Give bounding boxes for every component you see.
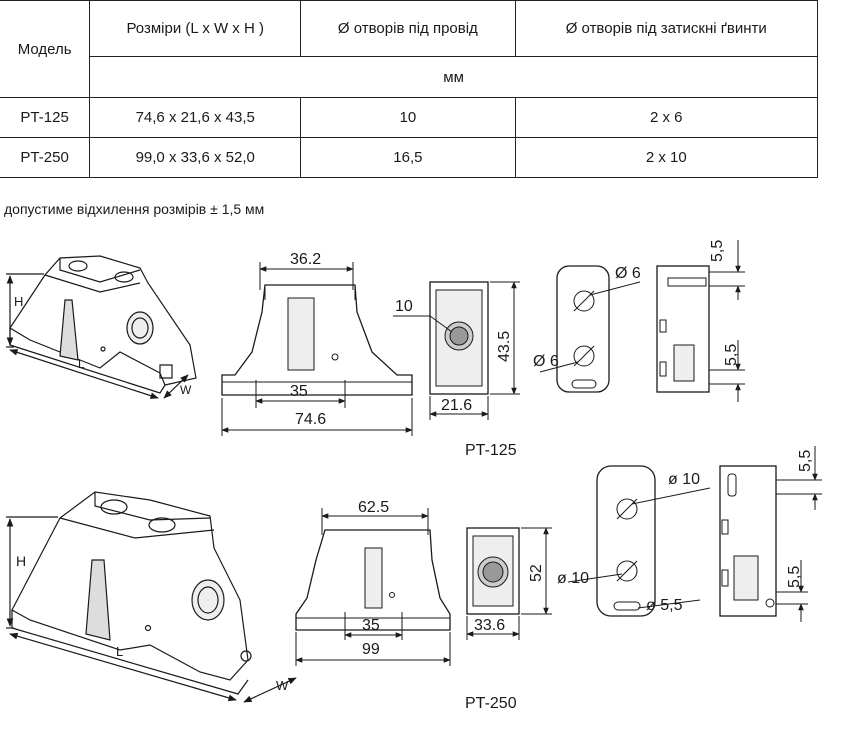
pt250-inner-width: 35 xyxy=(362,617,380,634)
row-model: PT-125 xyxy=(0,97,91,138)
row-screw: 2 x 6 xyxy=(514,97,819,138)
pt250-caption: PT-250 xyxy=(465,695,517,712)
pt125-inner-width: 35 xyxy=(290,383,308,400)
row-wire: 10 xyxy=(300,97,516,138)
row-dims: 74,6 x 21,6 x 43,5 xyxy=(89,97,302,138)
pt125-iso-w: W xyxy=(180,383,192,397)
pt250-iso-w: W xyxy=(276,678,289,693)
pt250-back-view: 5,5 5,5 xyxy=(719,446,822,622)
pt125-gap-bottom: 5,5 xyxy=(723,344,740,366)
pt125-back-view: 5,5 5,5 xyxy=(656,240,745,402)
pt125-width: 21.6 xyxy=(441,397,472,414)
pt250-length: 99 xyxy=(362,641,380,658)
pt250-front-view: 62.5 35 99 xyxy=(295,499,451,666)
pt250-gap-top: 5,5 xyxy=(797,450,814,472)
pt125-side-view: 10 43.5 21.6 xyxy=(393,281,520,420)
pt125-front-view: 36.2 35 74.6 xyxy=(221,251,413,436)
pt125-screw-bottom: Ø 6 xyxy=(533,353,559,370)
col-wire: Ø отворів під провід xyxy=(300,0,516,57)
col-screw: Ø отворів під затискні ґвинти xyxy=(514,0,819,57)
pt125-iso-h: H xyxy=(14,294,23,309)
pt250-iso-l: L xyxy=(116,644,123,659)
row-dims: 99,0 x 33,6 x 52,0 xyxy=(89,137,302,178)
pt125-height: 43.5 xyxy=(496,331,513,362)
pt125-iso-view: H L W xyxy=(6,255,197,399)
pt125-screw-top: Ø 6 xyxy=(615,265,641,282)
pt125-hole-dia: 10 xyxy=(395,298,413,315)
col-dims: Розміри (L x W x H ) xyxy=(89,0,302,57)
pt250-iso-h: H xyxy=(16,553,26,569)
pt250-width: 33.6 xyxy=(474,617,505,634)
pt250-height: 52 xyxy=(528,564,545,582)
spec-table: Модель Розміри (L x W x H ) Ø отворів пі… xyxy=(0,0,819,178)
technical-drawing: H L W 36.2 35 74.6 10 43.5 xyxy=(6,240,822,712)
pt250-gap-bottom: 5,5 xyxy=(786,566,803,588)
pt250-screw-top: ø 10 xyxy=(668,471,700,488)
table-row: PT-250 99,0 x 33,6 x 52,0 16,5 2 x 10 xyxy=(0,137,819,178)
pt125-length: 74.6 xyxy=(295,411,326,428)
table-row: PT-125 74,6 x 21,6 x 43,5 10 2 x 6 xyxy=(0,97,819,138)
col-model: Модель xyxy=(0,0,91,98)
pt125-caption: PT-125 xyxy=(465,442,517,459)
pt125-gap-top: 5,5 xyxy=(709,240,726,262)
row-model: PT-250 xyxy=(0,137,91,178)
pt250-iso-view: H L W xyxy=(6,491,297,703)
row-wire: 16,5 xyxy=(300,137,516,178)
pt250-top-view: ø 10 ø 10 ø 5,5 xyxy=(557,465,711,617)
pt125-top-width: 36.2 xyxy=(290,251,321,268)
pt250-top-width: 62.5 xyxy=(358,499,389,516)
pt250-side-view: 52 33.6 xyxy=(466,527,552,640)
pt250-screw-bottom: ø 5,5 xyxy=(646,597,683,614)
unit-cell: мм xyxy=(89,56,818,98)
pt125-iso-l: L xyxy=(78,357,85,371)
tolerance-note: допустиме відхилення розмірів ± 1,5 мм xyxy=(4,201,265,217)
pt125-top-view: Ø 6 Ø 6 xyxy=(533,265,641,393)
row-screw: 2 x 10 xyxy=(514,137,819,178)
pt250-screw-left: ø 10 xyxy=(557,570,589,587)
